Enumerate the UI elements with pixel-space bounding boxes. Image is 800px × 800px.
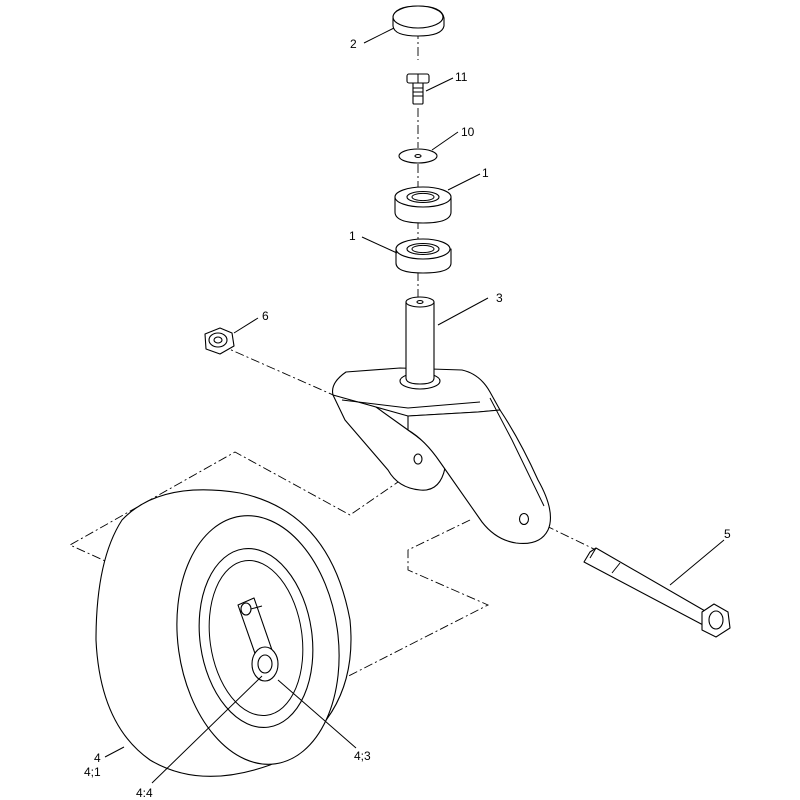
ball-bearing-icon [394,186,452,224]
caster-fork-icon [331,296,551,545]
flat-washer-icon [398,148,438,164]
callout-bushing: 4:4 [136,786,153,800]
callout-fork: 3 [496,291,503,305]
callout-tire: 4;1 [84,765,101,779]
callout-bearing-lower: 1 [349,229,356,243]
callout-nut: 6 [262,309,269,323]
callout-bolt-small: 11 [455,70,468,84]
callout-hub: 4;3 [354,749,371,763]
ball-bearing-icon [395,238,452,274]
callout-wheel-assembly: 4 [94,751,101,765]
flange-nut-icon [204,327,235,355]
wheel-tire-icon [95,489,352,777]
callout-axle-bolt: 5 [724,527,731,541]
axle-bolt-icon [583,547,731,638]
leader-lines [104,27,725,784]
dust-cap-icon [392,5,445,37]
callout-cap: 2 [350,37,357,51]
flange-bolt-icon [406,73,430,105]
callout-washer: 10 [461,125,475,139]
callout-bearing-upper: 1 [482,166,489,180]
callout-labels: 2 11 10 1 1 3 6 5 4 4;1 4;3 4:4 [84,37,731,800]
